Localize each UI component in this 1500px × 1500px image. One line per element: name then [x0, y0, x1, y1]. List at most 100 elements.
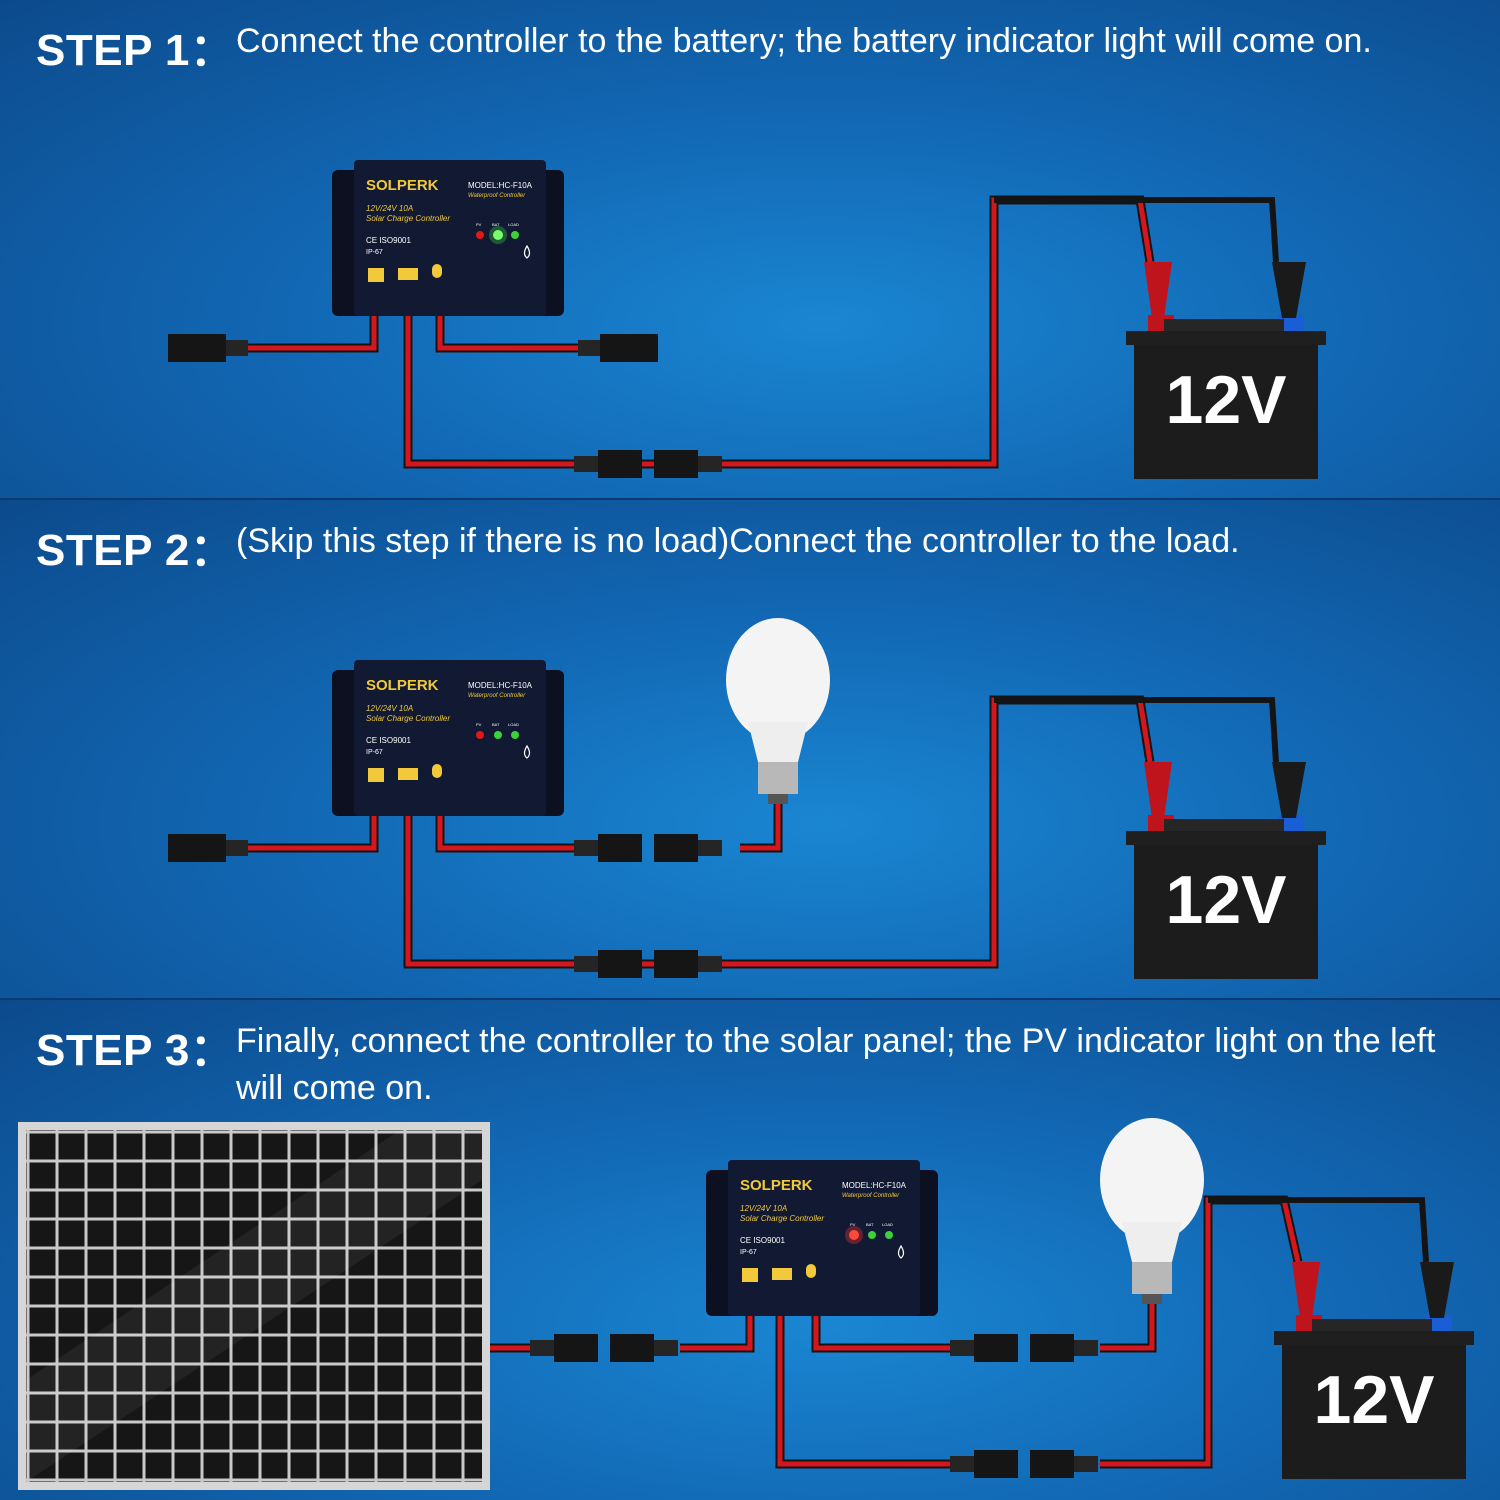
led-label-pv: PV — [850, 1222, 856, 1227]
charge-controller: SOLPERK MODEL:HC-F10A Waterproof Control… — [332, 160, 564, 316]
controller-brand: SOLPERK — [366, 177, 439, 194]
step-2-text: (Skip this step if there is no load)Conn… — [236, 522, 1240, 560]
step-1-diagram: SOLPERK MODEL:HC-F10A Waterproof Control… — [168, 160, 1326, 479]
controller-model: MODEL:HC-F10A — [468, 681, 533, 690]
sae-connector-battery — [574, 450, 722, 478]
battery-black-wire — [1208, 1197, 1429, 1263]
controller-product: Solar Charge Controller — [366, 214, 450, 223]
step-3-panel: STEP 3： Finally, connect the controller … — [0, 1000, 1500, 1500]
controller-ip: IP-67 — [366, 249, 383, 256]
controller-cert: CE ISO9001 — [366, 236, 411, 245]
sae-connector-battery — [574, 950, 722, 978]
water-drop-icon — [523, 744, 531, 759]
step-1-text: Connect the controller to the battery; t… — [236, 22, 1372, 60]
separator-1 — [0, 498, 1500, 500]
step-2-panel: STEP 2： (Skip this step if there is no l… — [0, 500, 1500, 998]
pv-red-wire — [230, 316, 379, 353]
pv-led — [849, 1230, 859, 1240]
controller-rating: 12V/24V 10A — [366, 704, 413, 713]
charge-controller: SOLPERK MODEL:HC-F10A Waterproof Control… — [706, 1160, 938, 1316]
controller-subtitle: Waterproof Controller — [468, 693, 526, 699]
load-red-wire — [435, 316, 600, 353]
charge-controller: SOLPERK MODEL:HC-F10A Waterproof Control… — [332, 660, 564, 816]
pv-led — [476, 731, 484, 739]
controller-model: MODEL:HC-F10A — [842, 1181, 907, 1190]
battery-red-wire — [405, 697, 1153, 967]
sae-connector-pv — [168, 334, 248, 362]
led-label-pv: PV — [476, 222, 482, 227]
light-bulb — [726, 618, 830, 804]
bulb-icon — [432, 764, 442, 778]
controller-model: MODEL:HC-F10A — [468, 181, 533, 190]
water-drop-icon — [523, 244, 531, 259]
battery-black-wire — [994, 197, 1279, 263]
battery-12v: 12V — [1126, 315, 1326, 479]
led-label-load: LOAD — [508, 722, 519, 727]
battery-icon — [398, 768, 418, 780]
battery-12v: 12V — [1126, 815, 1326, 979]
battery-label: 12V — [1314, 1362, 1435, 1438]
light-bulb — [1100, 1118, 1204, 1304]
solar-panel — [18, 1122, 490, 1490]
black-clamp — [1272, 762, 1306, 818]
sae-connector-battery — [950, 1450, 1098, 1478]
bat-led — [868, 1231, 876, 1239]
led-label-load: LOAD — [508, 222, 519, 227]
led-label-bat: BAT — [492, 222, 500, 227]
red-clamp — [1292, 1262, 1320, 1318]
solar-panel-icon — [368, 768, 384, 782]
step-2-label: STEP 2： — [36, 526, 235, 575]
controller-rating: 12V/24V 10A — [366, 204, 413, 213]
sae-connector-pv — [168, 834, 248, 862]
controller-cert: CE ISO9001 — [366, 736, 411, 745]
battery-label: 12V — [1166, 862, 1287, 938]
bulb-icon — [806, 1264, 816, 1278]
water-drop-icon — [897, 1244, 905, 1259]
step-3-label: STEP 3： — [36, 1026, 235, 1075]
step-1-panel: STEP 1： Connect the controller to the ba… — [0, 0, 1500, 498]
pv-led — [476, 231, 484, 239]
controller-ip: IP-67 — [740, 1249, 757, 1256]
controller-subtitle: Waterproof Controller — [842, 1193, 900, 1199]
red-clamp — [1144, 262, 1172, 318]
led-label-bat: BAT — [866, 1222, 874, 1227]
bat-led — [494, 731, 502, 739]
battery-12v: 12V — [1274, 1315, 1474, 1479]
controller-brand: SOLPERK — [740, 1177, 813, 1194]
sae-connector-load — [574, 834, 722, 862]
sae-connector-pv — [530, 1334, 678, 1362]
step-2-diagram: SOLPERK MODEL:HC-F10A Waterproof Control… — [168, 618, 1326, 979]
pv-red-wire — [230, 816, 377, 851]
red-clamp — [1144, 762, 1172, 818]
sae-connector-load — [950, 1334, 1098, 1362]
load-red-wire — [437, 800, 781, 851]
step-3-diagram: SOLPERK MODEL:HC-F10A Waterproof Control… — [18, 1118, 1474, 1490]
bulb-icon — [432, 264, 442, 278]
battery-black-wire — [994, 697, 1279, 763]
battery-label: 12V — [1166, 362, 1287, 438]
solar-panel-icon — [742, 1268, 758, 1282]
step-3-text: Finally, connect the controller to the s… — [236, 1022, 1436, 1107]
controller-brand: SOLPERK — [366, 677, 439, 694]
step-1-label: STEP 1： — [36, 26, 235, 75]
solar-panel-icon — [368, 268, 384, 282]
black-clamp — [1272, 262, 1306, 318]
load-led — [885, 1231, 893, 1239]
controller-product: Solar Charge Controller — [366, 714, 450, 723]
led-label-bat: BAT — [492, 722, 500, 727]
controller-cert: CE ISO9001 — [740, 1236, 785, 1245]
controller-product: Solar Charge Controller — [740, 1214, 824, 1223]
load-led — [511, 231, 519, 239]
controller-rating: 12V/24V 10A — [740, 1204, 787, 1213]
battery-icon — [772, 1268, 792, 1280]
sae-connector-load — [578, 334, 658, 362]
controller-subtitle: Waterproof Controller — [468, 193, 526, 199]
load-led — [511, 731, 519, 739]
bat-led — [493, 230, 503, 240]
led-label-pv: PV — [476, 722, 482, 727]
black-clamp — [1420, 1262, 1454, 1318]
battery-icon — [398, 268, 418, 280]
led-label-load: LOAD — [882, 1222, 893, 1227]
controller-ip: IP-67 — [366, 749, 383, 756]
separator-2 — [0, 998, 1500, 1000]
